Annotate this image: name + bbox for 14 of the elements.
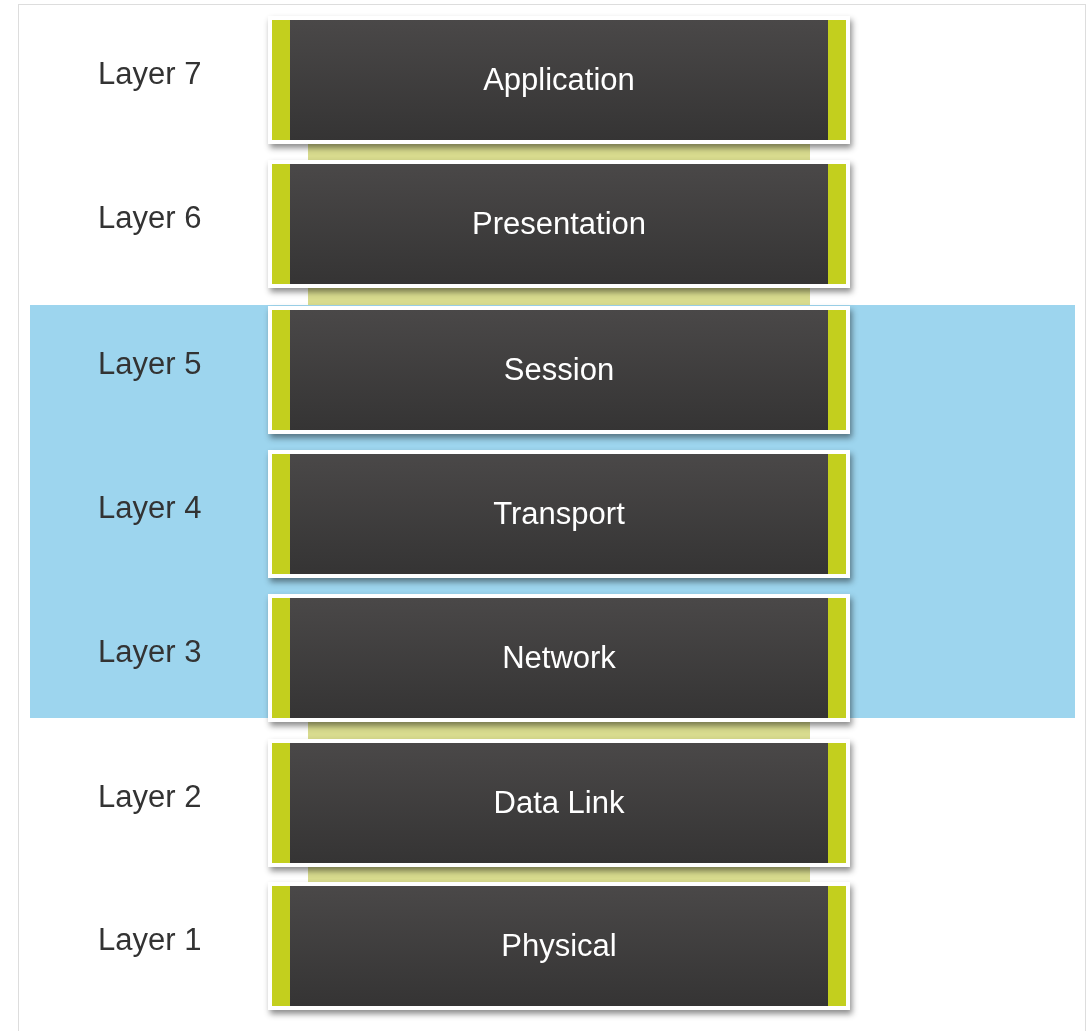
layer-number-label: Layer 1 [98, 922, 202, 958]
layer-name: Physical [501, 928, 617, 964]
layer-number-label: Layer 5 [98, 346, 202, 382]
layer-number-label: Layer 7 [98, 56, 202, 92]
layer-number-label: Layer 6 [98, 200, 202, 236]
layer-name: Transport [493, 496, 625, 532]
layer-name: Data Link [493, 785, 625, 821]
layer-number-label: Layer 4 [98, 490, 202, 526]
layer-number-label: Layer 3 [98, 634, 202, 670]
layer-name: Presentation [471, 206, 647, 242]
layer-number-label: Layer 2 [98, 779, 202, 815]
layer-name: Network [502, 640, 616, 676]
layer-name: Application [483, 62, 635, 98]
layer-name: Session [503, 352, 615, 388]
